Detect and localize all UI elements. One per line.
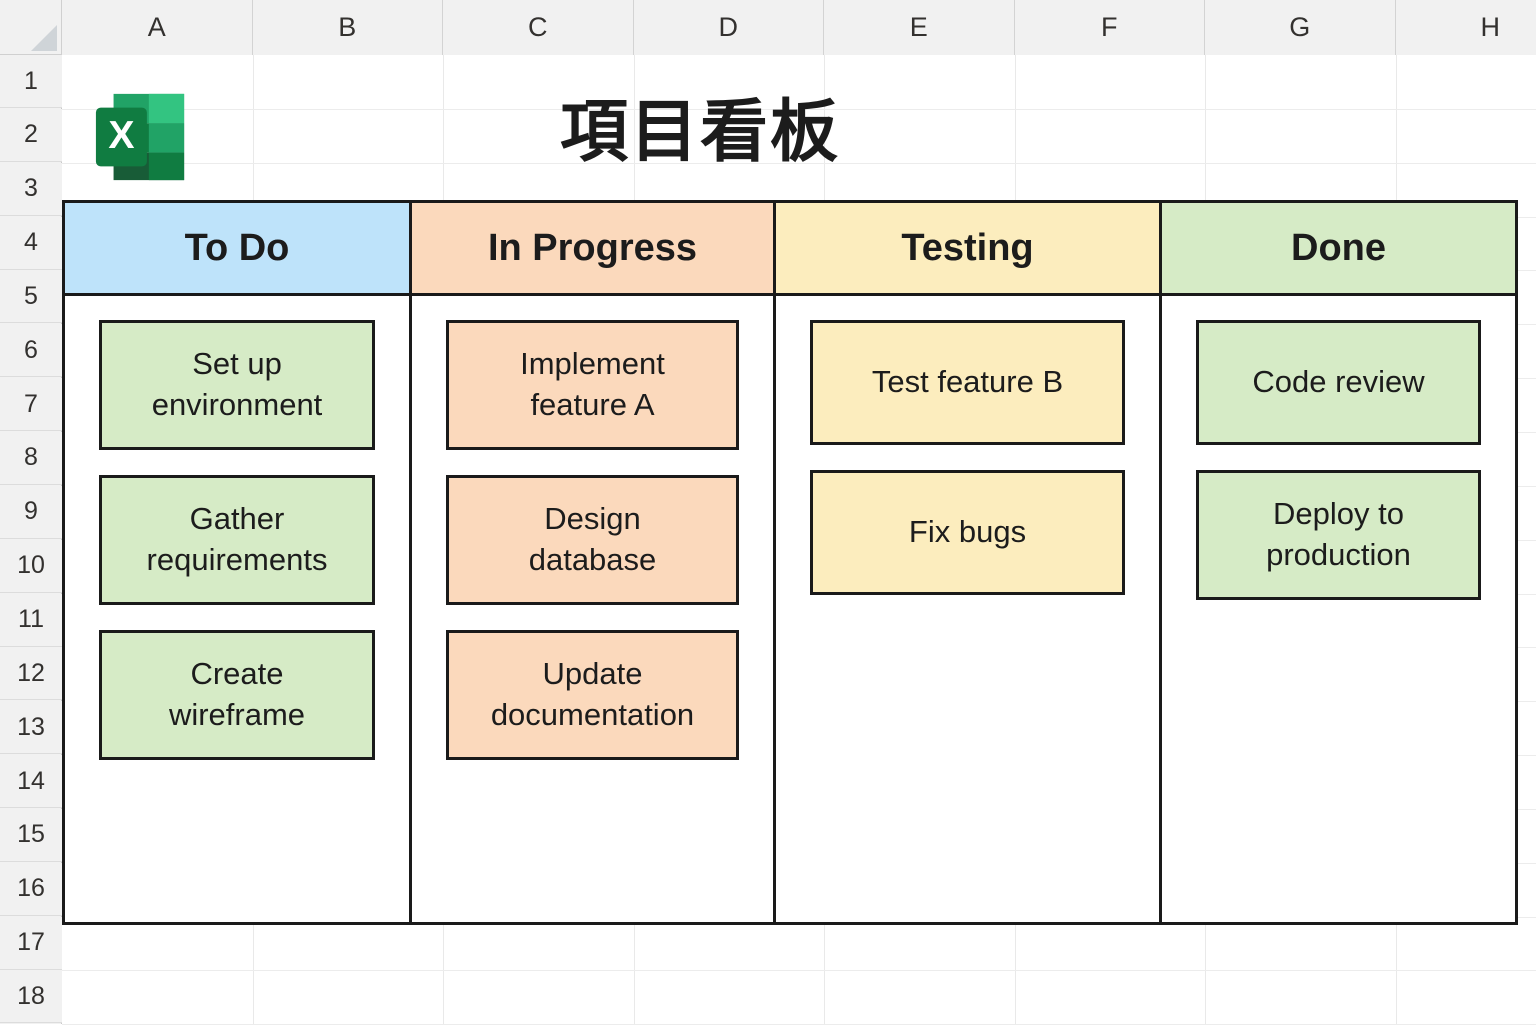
kanban-column-header-todo[interactable]: To Do bbox=[65, 203, 409, 296]
kanban-card[interactable]: Create wireframe bbox=[99, 630, 375, 760]
column-header-c[interactable]: C bbox=[443, 0, 634, 55]
row-header-12[interactable]: 12 bbox=[0, 647, 62, 700]
kanban-card[interactable]: Fix bugs bbox=[810, 470, 1125, 595]
kanban-column-header-done[interactable]: Done bbox=[1162, 203, 1515, 296]
row-header-8[interactable]: 8 bbox=[0, 432, 62, 485]
column-header-d[interactable]: D bbox=[634, 0, 825, 55]
row-header-10[interactable]: 10 bbox=[0, 540, 62, 593]
row-header-13[interactable]: 13 bbox=[0, 701, 62, 754]
row-header-9[interactable]: 9 bbox=[0, 486, 62, 539]
row-header-3[interactable]: 3 bbox=[0, 163, 62, 216]
column-header-a[interactable]: A bbox=[62, 0, 253, 55]
svg-text:X: X bbox=[108, 114, 134, 157]
kanban-card[interactable]: Design database bbox=[446, 475, 739, 605]
row-header-2[interactable]: 2 bbox=[0, 109, 62, 162]
kanban-card[interactable]: Test feature B bbox=[810, 320, 1125, 445]
kanban-card[interactable]: Deploy to production bbox=[1196, 470, 1481, 600]
column-header-g[interactable]: G bbox=[1205, 0, 1396, 55]
kanban-card[interactable]: Set up environment bbox=[99, 320, 375, 450]
page-title: 項目看板 bbox=[200, 70, 1200, 180]
kanban-card[interactable]: Update documentation bbox=[446, 630, 739, 760]
kanban-column-body-testing: Test feature B Fix bugs bbox=[776, 296, 1159, 595]
column-header-f[interactable]: F bbox=[1015, 0, 1206, 55]
column-header-h[interactable]: H bbox=[1396, 0, 1536, 55]
row-header-1[interactable]: 1 bbox=[0, 55, 62, 108]
row-header-7[interactable]: 7 bbox=[0, 378, 62, 431]
kanban-card[interactable]: Gather requirements bbox=[99, 475, 375, 605]
kanban-card[interactable]: Implement feature A bbox=[446, 320, 739, 450]
row-header-11[interactable]: 11 bbox=[0, 594, 62, 647]
row-header-18[interactable]: 18 bbox=[0, 970, 62, 1023]
excel-icon: X bbox=[92, 88, 190, 186]
select-all-corner[interactable] bbox=[0, 0, 62, 55]
row-header-17[interactable]: 17 bbox=[0, 917, 62, 970]
column-header-b[interactable]: B bbox=[253, 0, 444, 55]
column-header-e[interactable]: E bbox=[824, 0, 1015, 55]
kanban-card[interactable]: Code review bbox=[1196, 320, 1481, 445]
row-header-4[interactable]: 4 bbox=[0, 217, 62, 270]
row-header-15[interactable]: 15 bbox=[0, 809, 62, 862]
row-header-14[interactable]: 14 bbox=[0, 755, 62, 808]
kanban-column-header-testing[interactable]: Testing bbox=[776, 203, 1159, 296]
kanban-column-header-in-progress[interactable]: In Progress bbox=[412, 203, 773, 296]
select-all-triangle-icon bbox=[31, 25, 57, 51]
grid-line-horizontal bbox=[62, 970, 1536, 971]
row-header-5[interactable]: 5 bbox=[0, 270, 62, 323]
row-header-16[interactable]: 16 bbox=[0, 863, 62, 916]
row-header-6[interactable]: 6 bbox=[0, 324, 62, 377]
